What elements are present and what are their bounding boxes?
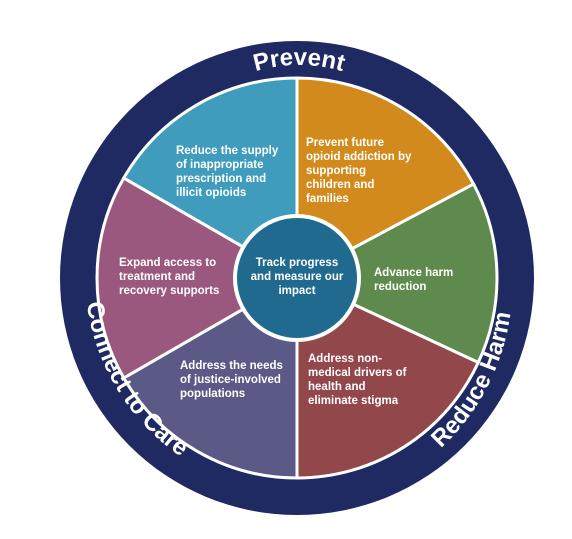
segment-expand-access	[95, 175, 300, 381]
segment-label-line: of justice-involved	[180, 374, 281, 386]
segment-label-line: Address the needs	[180, 360, 283, 372]
segment-label-line: Expand access to	[119, 257, 216, 269]
segment-prevent-future	[295, 76, 476, 281]
segment-label-line: medical drivers of	[308, 367, 407, 379]
segment-label-line: prescription and	[176, 173, 266, 185]
segment-label-line: Prevent future	[306, 137, 384, 149]
segment-label-line: supporting	[306, 165, 366, 177]
segment-label-line: of inappropriate	[176, 159, 264, 171]
segments-group: Prevent future opioid addiction by support…	[95, 76, 499, 480]
segment-label-prevent-future: Prevent future opioid addiction by support…	[306, 137, 412, 205]
segment-label-line: Address non-	[308, 353, 382, 365]
segment-label-line: illicit opioids	[176, 187, 246, 199]
segment-address-justice	[121, 275, 299, 480]
segment-label-expand-access: Expand access to treatment and recovery su…	[119, 257, 219, 297]
segment-label-line: reduction	[374, 281, 426, 293]
segment-address-non-medical	[295, 275, 481, 480]
segment-label-advance-harm-reduction: Advance harm reduction	[374, 267, 453, 293]
segment-label-line: Advance harm	[374, 267, 453, 279]
segment-label-line: recovery supports	[119, 285, 219, 297]
segment-advance-harm-reduction	[293, 182, 499, 365]
center-label: Track progress and measure our impact	[251, 257, 344, 297]
segment-label-line: children and	[306, 179, 374, 191]
center-label-line: and measure our	[251, 271, 344, 283]
segment-label-reduce-supply: Reduce the supply of inappropriate prescri…	[176, 145, 279, 199]
segment-label-line: eliminate stigma	[308, 395, 399, 407]
segment-label-line: Reduce the supply	[176, 145, 279, 157]
segment-label-address-justice: Address the needs of justice-involved popu…	[180, 360, 283, 400]
segment-label-line: opioid addiction by	[306, 151, 412, 163]
center-label-line: impact	[278, 285, 315, 297]
segment-label-line: treatment and	[119, 271, 195, 283]
segment-label-line: populations	[180, 388, 245, 400]
segment-reduce-supply	[121, 76, 299, 281]
segment-label-line: families	[306, 193, 349, 205]
segment-label-address-non-medical: Address non-medical drivers of health and…	[308, 353, 407, 407]
center-circle	[233, 214, 361, 342]
center-label-line: Track progress	[256, 257, 338, 269]
segment-label-line: health and	[308, 381, 366, 393]
